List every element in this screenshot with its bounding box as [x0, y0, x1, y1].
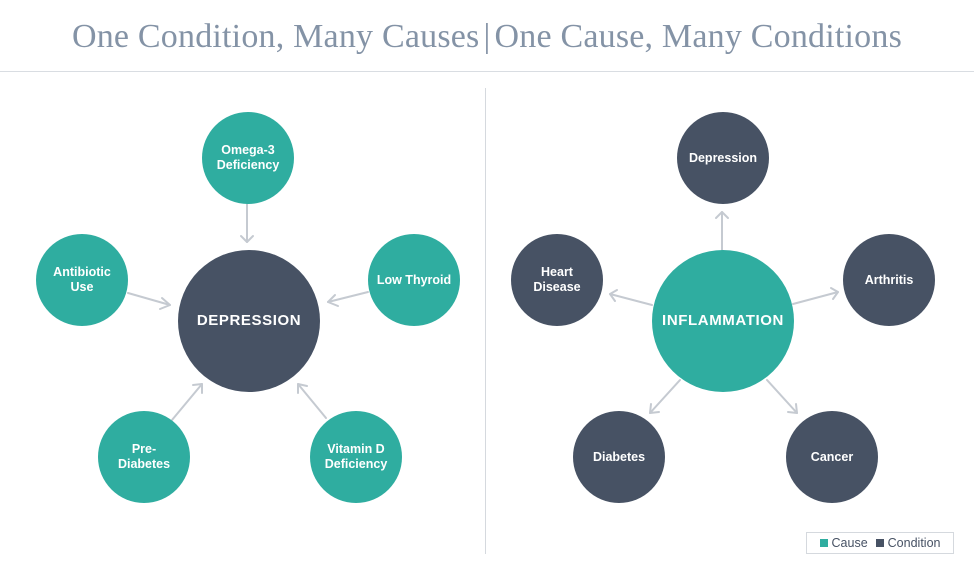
node-label: Antibiotic Use	[53, 265, 111, 294]
node-label: Depression	[688, 150, 758, 165]
node-label: Arthritis	[864, 272, 914, 287]
node-arthritis: Arthritis	[843, 234, 935, 326]
node-label: Pre-Diabetes	[117, 442, 171, 471]
legend-item-condition: Condition	[875, 536, 941, 550]
title-separator: |	[483, 18, 491, 55]
node-inflammation-center: INFLAMMATION	[652, 250, 794, 392]
title-rule	[0, 71, 974, 72]
node-label: Heart Disease	[533, 265, 581, 294]
node-label: Omega-3 Deficiency	[216, 143, 280, 172]
page-title: One Condition, Many Causes|One Cause, Ma…	[0, 18, 974, 56]
arrow-inflammation-to-arthritis	[792, 287, 839, 305]
node-vitamin-d-deficiency: Vitamin D Deficiency	[310, 411, 402, 503]
arrow-thyroid-to-depression	[327, 291, 369, 307]
node-heart-disease: Heart Disease	[511, 234, 603, 326]
arrow-inflammation-to-diabetes	[649, 379, 681, 414]
node-depression: Depression	[677, 112, 769, 204]
node-antibiotic-use: Antibiotic Use	[36, 234, 128, 326]
cause-swatch-icon	[819, 539, 828, 547]
node-omega3-deficiency: Omega-3 Deficiency	[202, 112, 294, 204]
node-label: Low Thyroid	[376, 272, 452, 287]
panel-divider	[485, 88, 486, 554]
node-pre-diabetes: Pre-Diabetes	[98, 411, 190, 503]
condition-swatch-icon	[875, 539, 884, 547]
node-label: Vitamin D Deficiency	[324, 442, 388, 471]
node-label: INFLAMMATION	[662, 312, 784, 329]
legend-condition-label: Condition	[887, 536, 941, 550]
arrow-inflammation-to-heart-disease	[609, 289, 653, 306]
arrow-vitamind-to-depression	[297, 383, 327, 419]
node-depression-center: DEPRESSION	[178, 250, 320, 392]
node-label: Diabetes	[592, 449, 646, 464]
node-diabetes: Diabetes	[573, 411, 665, 503]
arrow-prediabetes-to-depression	[171, 383, 203, 421]
arrow-omega3-to-depression	[240, 203, 254, 243]
title-right: One Cause, Many Conditions	[494, 18, 903, 55]
legend-cause-label: Cause	[831, 536, 868, 550]
arrow-inflammation-to-depression	[715, 211, 729, 251]
legend-item-cause: Cause	[819, 536, 868, 550]
node-cancer: Cancer	[786, 411, 878, 503]
node-label: Cancer	[810, 449, 854, 464]
arrow-inflammation-to-cancer	[766, 379, 798, 414]
title-left: One Condition, Many Causes	[71, 18, 480, 55]
arrow-antibiotic-to-depression	[127, 292, 171, 310]
legend: Cause Condition	[806, 532, 954, 554]
node-label: DEPRESSION	[196, 312, 302, 329]
node-low-thyroid: Low Thyroid	[368, 234, 460, 326]
